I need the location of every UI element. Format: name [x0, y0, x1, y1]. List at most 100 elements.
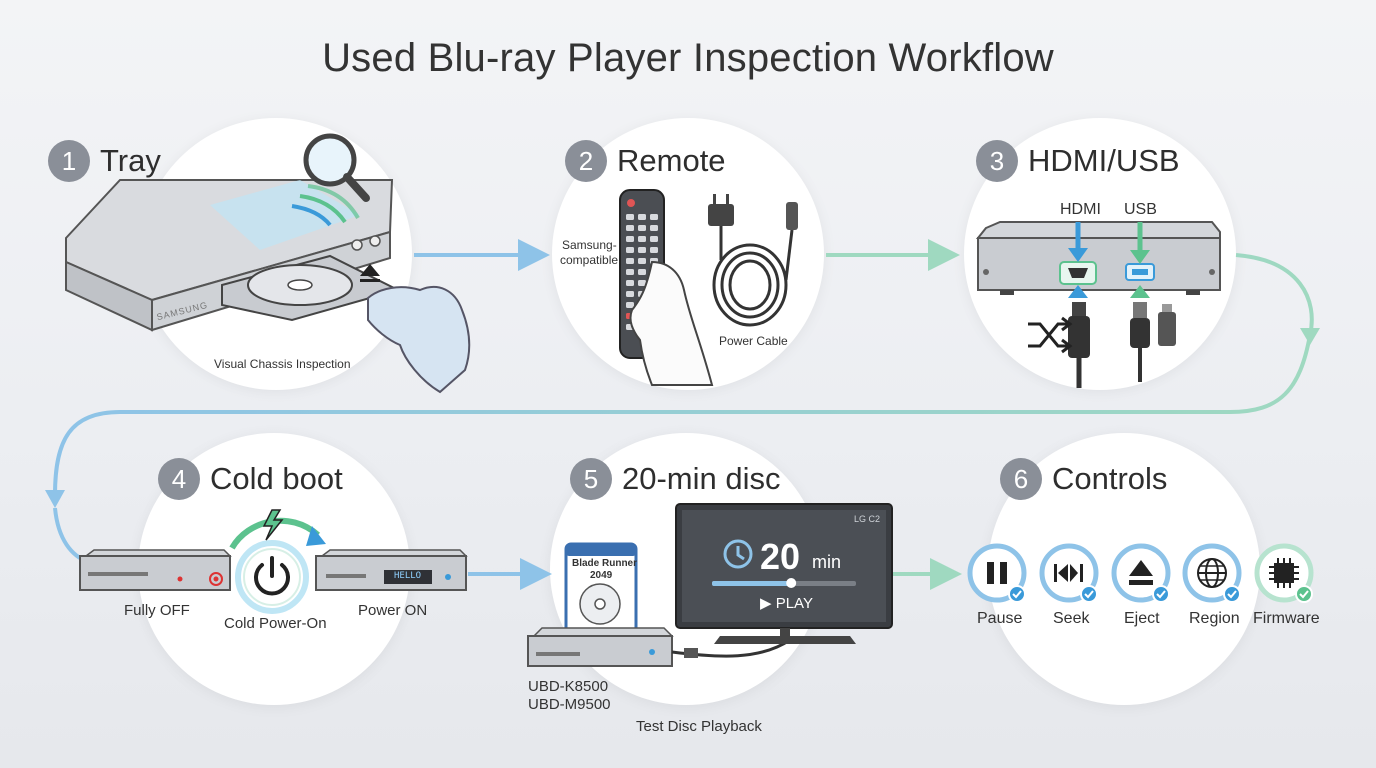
step-6-header: 6 Controls — [1000, 458, 1167, 500]
remote-key — [626, 280, 634, 286]
step-6-number: 6 — [1000, 458, 1042, 500]
remote-key — [650, 236, 658, 242]
eject-icon — [360, 264, 380, 282]
remote-key — [626, 225, 634, 231]
control-label-seek: Seek — [1053, 610, 1090, 627]
eject-icon — [1111, 543, 1171, 603]
remote-key — [650, 247, 658, 253]
control-label-region: Region — [1189, 610, 1240, 627]
off-caption: Fully OFF — [124, 602, 190, 619]
usb-stick-icon — [1158, 304, 1176, 346]
scan-glow — [210, 180, 360, 250]
remote-key — [626, 236, 634, 242]
step-2-label: Remote — [617, 143, 726, 178]
step-3-header: 3 HDMI/USB — [976, 140, 1180, 182]
remote-key — [626, 214, 634, 220]
remote-key — [626, 302, 634, 308]
hand-icon — [629, 260, 714, 386]
remote-key — [626, 291, 634, 297]
step-6-label: Controls — [1052, 461, 1168, 496]
check-icon — [1008, 585, 1313, 603]
model-2: UBD-M9500 — [528, 696, 611, 713]
usb-plug-icon — [1130, 302, 1150, 382]
disc-player — [527, 627, 674, 667]
step-3-number: 3 — [976, 140, 1018, 182]
gloved-hand — [367, 285, 471, 394]
step-4-label: Cold boot — [210, 461, 343, 496]
cold-caption: Cold Power-On — [224, 615, 327, 632]
step-2-header: 2 Remote — [565, 140, 726, 182]
remote-key — [638, 214, 646, 220]
magnifier-icon — [303, 133, 370, 202]
playback-progress-knob — [786, 578, 797, 588]
remote-key — [638, 225, 646, 231]
swap-icon — [1028, 316, 1073, 354]
page-title: Used Blu-ray Player Inspection Workflow — [322, 36, 1054, 80]
step-1-label: Tray — [100, 143, 161, 178]
player-on — [315, 549, 468, 591]
disc-title-line1: Blade Runner — [572, 558, 638, 569]
bolt-icon — [262, 509, 284, 541]
remote-caption-line1: Samsung- — [562, 238, 617, 252]
play-button[interactable]: ▶ PLAY — [760, 595, 813, 612]
step-5-label: 20-min disc — [622, 461, 781, 496]
control-label-pause: Pause — [977, 610, 1023, 627]
clock-icon — [723, 539, 753, 569]
tv-brand: LG C2 — [854, 514, 881, 524]
control-label-firmware: Firmware — [1253, 610, 1320, 627]
step-2-number: 2 — [565, 140, 607, 182]
remote-key — [650, 214, 658, 220]
pause-icon — [967, 543, 1027, 603]
tv — [675, 503, 893, 644]
control-label-eject: Eject — [1124, 610, 1160, 627]
player-display-text: HELLO — [394, 571, 422, 581]
model-1: UBD-K8500 — [528, 678, 609, 695]
remote-key — [650, 225, 658, 231]
seek-icon — [1039, 543, 1099, 603]
step-3-label: HDMI/USB — [1028, 143, 1180, 178]
step-4-header: 4 Cold boot — [158, 458, 343, 500]
remote-key — [638, 258, 646, 264]
chip-icon — [1254, 543, 1314, 603]
remote-key — [626, 269, 634, 275]
step-5-header: 5 20-min disc — [570, 458, 781, 500]
arrow-3-to-4-loop — [53, 253, 1314, 496]
remote-key — [638, 280, 646, 286]
step-5-caption: Test Disc Playback — [636, 718, 762, 735]
arrow-loop-head-right — [1300, 328, 1320, 345]
remote-key — [638, 269, 646, 275]
hdmi-label: HDMI — [1060, 201, 1101, 218]
remote-key — [638, 247, 646, 253]
hdmi-player-back — [977, 237, 1221, 291]
timer-value: 20 — [760, 536, 801, 577]
cable-caption: Power Cable — [719, 334, 788, 348]
remote-key — [638, 236, 646, 242]
remote-key — [626, 247, 634, 253]
player-off — [79, 549, 232, 591]
step-5-number: 5 — [570, 458, 612, 500]
playback-progress-fill — [712, 581, 792, 586]
remote-key — [626, 258, 634, 264]
usb-label: USB — [1124, 201, 1157, 218]
globe-icon — [1182, 543, 1242, 603]
step-1-caption: Visual Chassis Inspection — [214, 357, 351, 371]
remote-caption-line2: compatible — [560, 253, 619, 267]
arrow-loop-head-left — [45, 490, 65, 508]
power-icon — [235, 540, 309, 614]
step-1-header: 1 Tray — [48, 140, 161, 182]
on-caption: Power ON — [358, 602, 428, 619]
power-cable-icon — [708, 194, 798, 327]
disc-case — [564, 542, 638, 642]
step-1-number: 1 — [48, 140, 90, 182]
hdmi-plug-icon — [1068, 302, 1090, 388]
timer-unit: min — [812, 552, 842, 572]
disc-title-line2: 2049 — [590, 570, 613, 581]
